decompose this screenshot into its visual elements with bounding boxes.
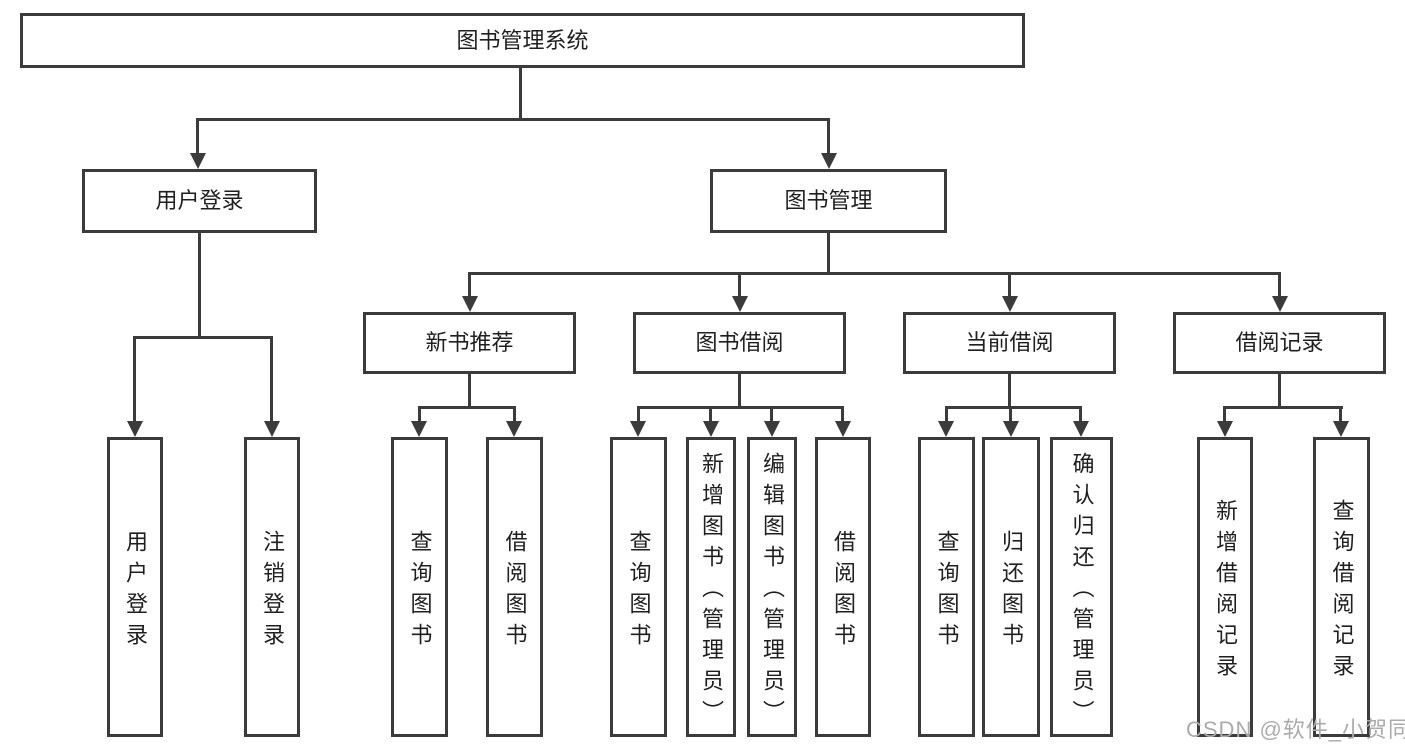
- leaf-borrow-books: 借阅图书: [815, 437, 871, 737]
- node-user-login: 用户登录: [82, 169, 317, 233]
- node-new-book-recommend: 新书推荐: [363, 312, 576, 374]
- leaf-add-borrow-record: 新增借阅记录: [1197, 437, 1253, 737]
- connector-group-stem: [738, 374, 741, 406]
- arrow-down-icon: [127, 421, 143, 437]
- connector-book-mgmt-down: [827, 233, 830, 272]
- leaf-search-borrow-record: 查询借阅记录: [1313, 437, 1370, 737]
- arrow-down-icon: [732, 296, 748, 312]
- node-label: 新书推荐: [425, 330, 514, 355]
- arrow-down-icon: [1003, 421, 1019, 437]
- connector-branch-stem: [468, 272, 471, 296]
- connector-leaf-stem: [513, 406, 516, 421]
- leaf-return-books: 归还图书: [982, 437, 1040, 737]
- connector-book-mgmt-stem: [827, 118, 830, 153]
- node-label: 图书管理系统: [456, 27, 589, 53]
- node-library-system: 图书管理系统: [20, 13, 1025, 68]
- arrow-down-icon: [190, 153, 206, 169]
- connector-leaf-stem: [709, 406, 712, 421]
- leaf-confirm-return-admin: 确认归还（管理员）: [1050, 437, 1113, 737]
- connector-leaf-stem: [1009, 406, 1012, 421]
- connector-group-bar: [945, 406, 1082, 409]
- connector-root-stem: [519, 68, 522, 118]
- node-label: 查询图书: [407, 529, 433, 654]
- node-label: 新增借阅记录: [1213, 498, 1238, 685]
- node-label: 注销登录: [260, 529, 285, 654]
- arrow-down-icon: [1002, 296, 1018, 312]
- arrow-down-icon: [264, 421, 280, 437]
- connector-group-bar: [1224, 406, 1343, 409]
- connector-group-stem: [1278, 374, 1281, 406]
- node-label: 借阅图书: [831, 529, 856, 654]
- connector-leaf-stem: [133, 336, 136, 421]
- node-label: 借阅图书: [502, 529, 528, 654]
- leaf-search-books: 查询图书: [918, 437, 975, 737]
- connector-group-stem: [1008, 374, 1011, 406]
- connector-branch-stem: [1278, 272, 1281, 296]
- connector-group-bar: [637, 406, 844, 409]
- node-book-management: 图书管理: [710, 169, 947, 233]
- node-label: 编辑图书（管理员）: [760, 452, 785, 731]
- node-label: 图书管理: [784, 188, 873, 213]
- connector-leaf-stem: [841, 406, 844, 421]
- node-book-borrowing: 图书借阅: [633, 312, 846, 374]
- connector-user-login-stem: [196, 118, 199, 153]
- arrow-down-icon: [938, 421, 954, 437]
- node-label: 用户登录: [155, 188, 244, 213]
- arrow-down-icon: [764, 421, 780, 437]
- connector-root-bar: [196, 118, 830, 121]
- connector-leaf-stem: [637, 406, 640, 421]
- arrow-down-icon: [462, 296, 478, 312]
- connector-group-bar: [418, 406, 515, 409]
- node-label: 归还图书: [999, 529, 1024, 654]
- arrow-down-icon: [1272, 296, 1288, 312]
- connector-branch-stem: [738, 272, 741, 296]
- connector-leaf-stem: [1339, 406, 1342, 421]
- node-label: 当前借阅: [965, 330, 1054, 355]
- arrow-down-icon: [835, 421, 851, 437]
- connector-leaf-stem: [1223, 406, 1226, 421]
- node-label: 查询借阅记录: [1329, 498, 1355, 685]
- connector-book-mgmt-bar: [468, 272, 1281, 275]
- arrow-down-icon: [506, 421, 522, 437]
- connector-leaf-stem: [945, 406, 948, 421]
- node-label: 图书借阅: [695, 330, 784, 355]
- connector-user-login-bar: [134, 336, 273, 339]
- connector-branch-stem: [1008, 272, 1011, 296]
- arrow-down-icon: [1217, 421, 1233, 437]
- leaf-search-books: 查询图书: [391, 437, 448, 737]
- leaf-search-books: 查询图书: [610, 437, 667, 737]
- node-label: 用户登录: [123, 529, 148, 654]
- connector-leaf-stem: [270, 336, 273, 421]
- node-label: 借阅记录: [1235, 330, 1324, 355]
- watermark: CSDN @软件_小贺同学: [1186, 717, 1405, 742]
- arrow-down-icon: [1073, 421, 1089, 437]
- leaf-user-login: 用户登录: [107, 437, 163, 737]
- node-borrowing-records: 借阅记录: [1173, 312, 1386, 374]
- arrow-down-icon: [411, 421, 427, 437]
- node-label: 查询图书: [626, 529, 652, 654]
- leaf-edit-books-admin: 编辑图书（管理员）: [747, 437, 797, 737]
- leaf-borrow-books: 借阅图书: [486, 437, 543, 737]
- node-label: 查询图书: [934, 529, 960, 654]
- arrow-down-icon: [821, 153, 837, 169]
- connector-leaf-stem: [418, 406, 421, 421]
- node-label: 确认归还（管理员）: [1069, 452, 1095, 731]
- connector-user-login-down: [198, 233, 201, 336]
- connector-leaf-stem: [1079, 406, 1082, 421]
- arrow-down-icon: [703, 421, 719, 437]
- leaf-add-books-admin: 新增图书（管理员）: [686, 437, 736, 737]
- arrow-down-icon: [630, 421, 646, 437]
- node-label: 新增图书（管理员）: [699, 452, 724, 731]
- connector-leaf-stem: [770, 406, 773, 421]
- connector-group-stem: [468, 374, 471, 406]
- node-current-borrowing: 当前借阅: [903, 312, 1116, 374]
- arrow-down-icon: [1333, 421, 1349, 437]
- leaf-logout: 注销登录: [244, 437, 300, 737]
